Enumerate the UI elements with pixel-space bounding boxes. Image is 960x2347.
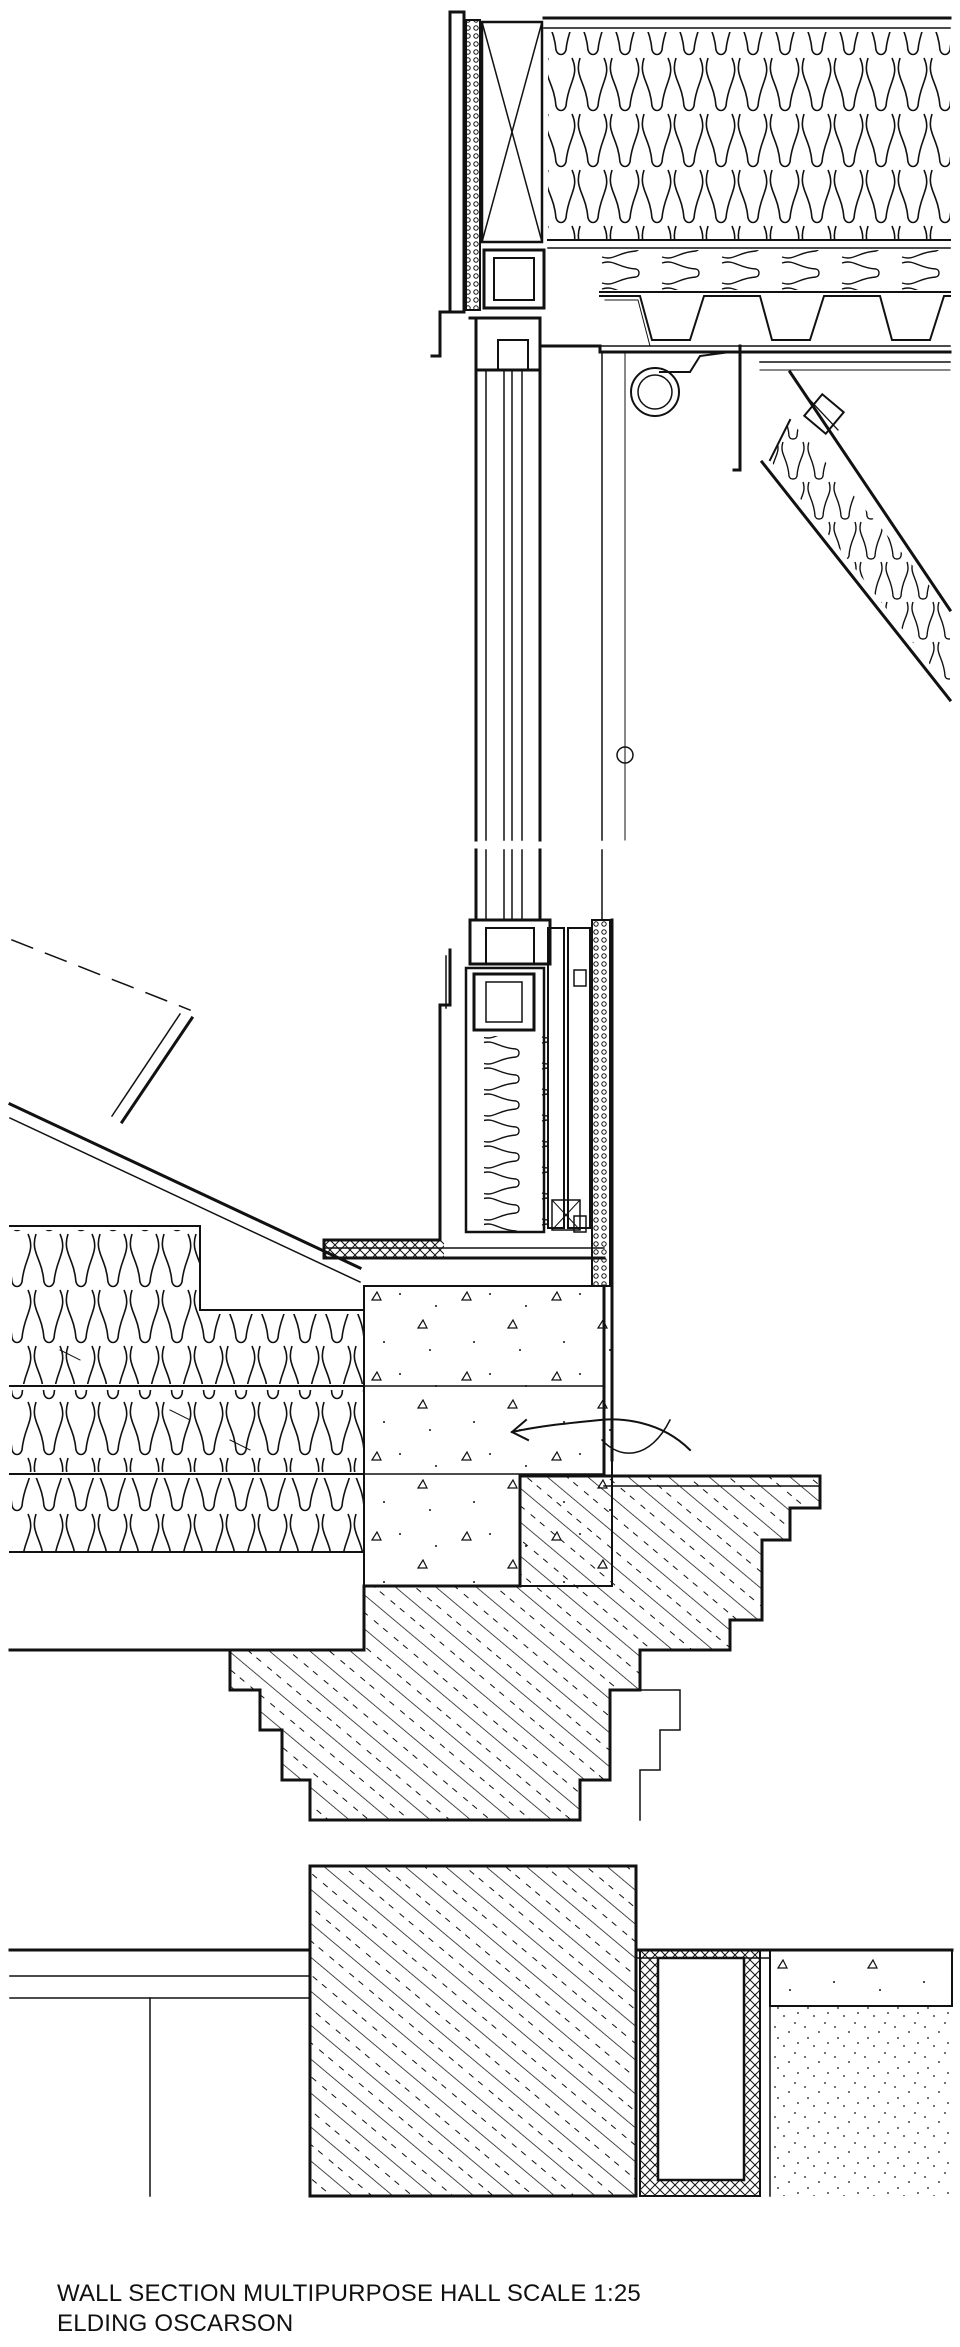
drawing-title: WALL SECTION MULTIPURPOSE HALL SCALE 1:2… <box>57 2280 641 2307</box>
footing-bottom <box>8 1864 954 2198</box>
architect-name: ELDING OSCARSON <box>57 2310 294 2337</box>
sloping-roof-left <box>8 939 366 1652</box>
sill-wall-detail <box>322 918 614 1462</box>
window-frame-section <box>474 368 603 922</box>
concrete-foundation <box>8 1474 822 1822</box>
roof-eave-detail <box>430 10 953 841</box>
